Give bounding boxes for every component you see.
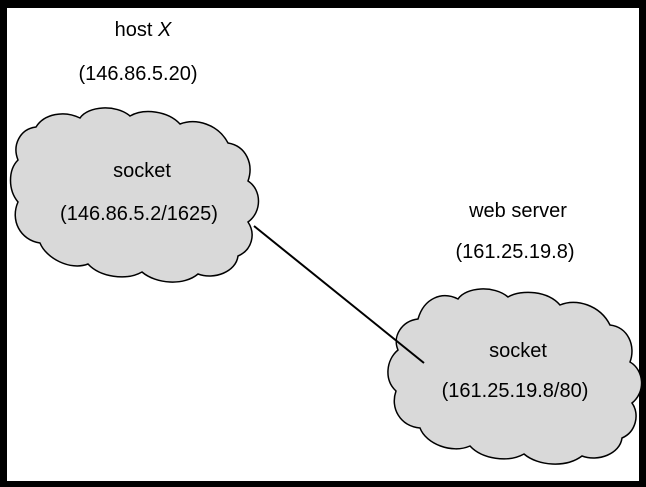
host-socket-cloud — [9, 107, 260, 283]
host-socket-address: (146.86.5.2/1625) — [60, 203, 218, 225]
server-socket-cloud — [387, 288, 643, 465]
host-title-variable: X — [157, 19, 172, 41]
server-title: web server — [468, 200, 567, 222]
server-socket-label: socket — [489, 340, 547, 362]
host-socket-label: socket — [113, 160, 171, 182]
server-address: (161.25.19.8) — [456, 241, 575, 263]
host-address: (146.86.5.20) — [79, 63, 198, 85]
host-title: host X — [115, 19, 172, 41]
server-socket-address: (161.25.19.8/80) — [442, 380, 589, 402]
host-title-prefix: host — [115, 19, 158, 41]
socket-connection-line — [253, 225, 425, 364]
